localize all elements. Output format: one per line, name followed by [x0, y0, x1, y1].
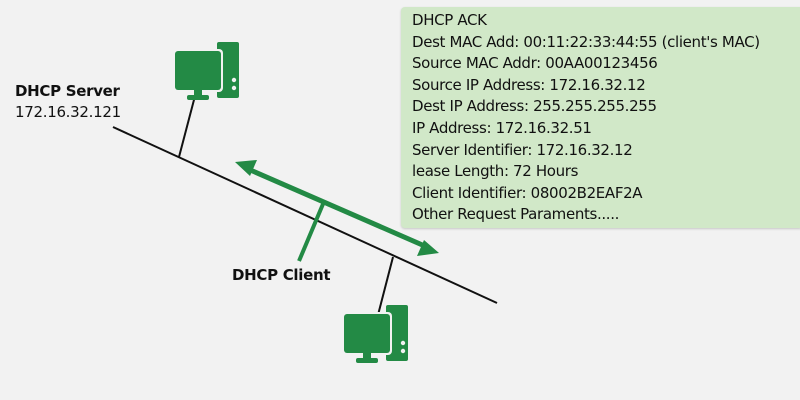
message-line: Client Identifier: 08002B2EAF2A	[412, 183, 643, 202]
message-line: Source IP Address: 172.16.32.12	[412, 75, 646, 94]
server-connector-line	[178, 95, 196, 158]
message-flow-arrow	[235, 160, 439, 256]
arrowhead-left-icon	[235, 160, 257, 176]
message-line: Dest MAC Add: 00:11:22:33:44:55 (client'…	[412, 32, 760, 51]
server-title: DHCP Server	[15, 82, 120, 100]
client-connector-line	[377, 256, 394, 316]
client-pointer-line	[297, 203, 325, 262]
network-bus-line	[112, 126, 498, 304]
client-computer-icon	[342, 305, 408, 363]
arrowhead-right-icon	[417, 240, 439, 256]
message-line: Other Request Paraments.....	[412, 205, 620, 224]
message-line: Source MAC Addr: 00AA00123456	[412, 54, 658, 73]
dhcp-ack-message-box: DHCP ACK Dest MAC Add: 00:11:22:33:44:55…	[401, 7, 800, 228]
server-ip: 172.16.32.121	[15, 103, 121, 121]
message-line: Server Identifier: 172.16.32.12	[412, 140, 633, 159]
message-line: Dest IP Address: 255.255.255.255	[412, 97, 657, 116]
client-title: DHCP Client	[232, 266, 331, 284]
message-line: lease Length: 72 Hours	[412, 162, 579, 181]
message-line: IP Address: 172.16.32.51	[412, 118, 592, 137]
message-line: DHCP ACK	[412, 11, 487, 29]
server-computer-icon	[173, 42, 239, 100]
